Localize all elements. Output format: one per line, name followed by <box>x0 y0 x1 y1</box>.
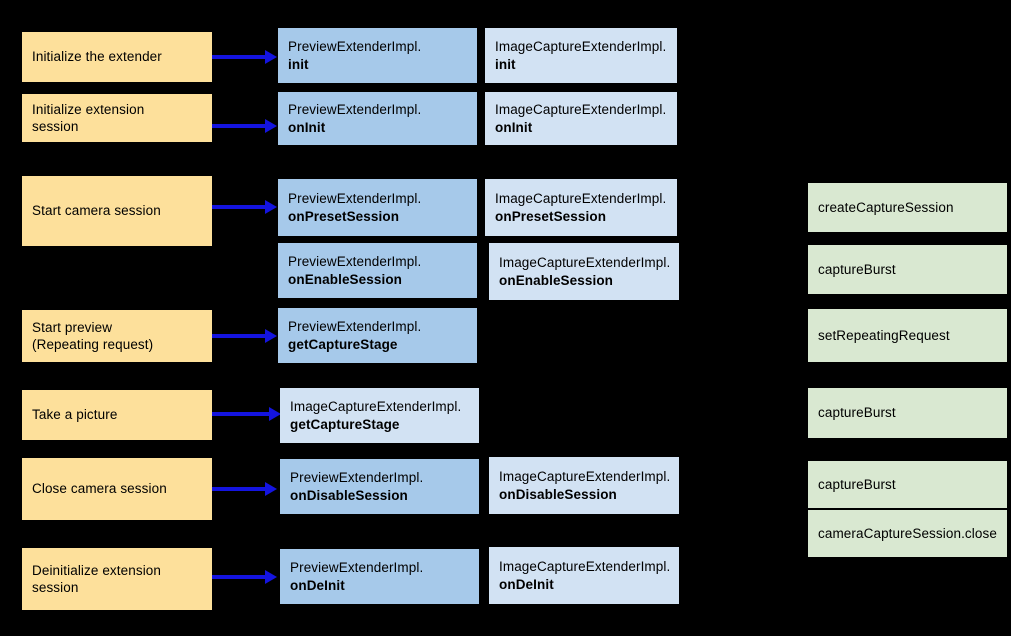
camera-api-box-cameracapturesession-close: cameraCaptureSession.close <box>808 510 1007 557</box>
call-method-name: getCaptureStage <box>288 336 398 352</box>
camera-api-label: createCaptureSession <box>818 199 954 215</box>
imagecapture-call-box-ondisablesession: ImageCaptureExtenderImpl. onDisableSessi… <box>489 457 679 514</box>
camera-api-box-captureburst-1: captureBurst <box>808 245 1007 294</box>
call-class-name: ImageCaptureExtenderImpl. <box>499 559 671 575</box>
call-method-name: init <box>288 56 309 72</box>
stage-label-line2: session <box>32 119 79 134</box>
imagecapture-call-box-onpresetsession: ImageCaptureExtenderImpl. onPresetSessio… <box>485 179 677 236</box>
arrow-to-preview-oninit <box>212 124 266 128</box>
call-class-name: ImageCaptureExtenderImpl. <box>495 191 667 207</box>
camera-api-label: captureBurst <box>818 476 896 492</box>
preview-call-box-getcapturestage: PreviewExtenderImpl. getCaptureStage <box>278 308 477 363</box>
arrow-to-preview-init <box>212 55 266 59</box>
call-method-name: onDeInit <box>290 577 345 593</box>
call-class-name: ImageCaptureExtenderImpl. <box>290 399 462 415</box>
call-method-name: onInit <box>288 119 326 135</box>
stage-label-line1: Start preview <box>32 319 113 335</box>
stage-label-line1: Start camera session <box>32 203 161 219</box>
call-method-name: onPresetSession <box>495 208 607 224</box>
call-method-name: onEnableSession <box>288 271 403 287</box>
imagecapture-call-box-oninit: ImageCaptureExtenderImpl. onInit <box>485 92 677 145</box>
imagecapture-call-box-getcapturestage: ImageCaptureExtenderImpl. getCaptureStag… <box>280 388 479 443</box>
call-method-name: onInit <box>495 119 533 135</box>
arrow-to-preview-ondisablesession <box>212 487 266 491</box>
camera-api-box-captureburst-3: captureBurst <box>808 461 1007 508</box>
call-method-name: getCaptureStage <box>290 416 400 432</box>
arrow-to-preview-ondeinit <box>212 575 266 579</box>
camera-api-label: setRepeatingRequest <box>818 327 950 343</box>
call-method-name: onDisableSession <box>499 486 617 502</box>
imagecapture-call-box-onenablesession: ImageCaptureExtenderImpl. onEnableSessio… <box>489 243 679 300</box>
arrow-to-preview-getcapturestage <box>212 334 266 338</box>
stage-box-start-camera-session: Start camera session <box>22 176 212 246</box>
imagecapture-call-box-init: ImageCaptureExtenderImpl. init <box>485 28 677 83</box>
stage-box-initialize-extension-session: Initialize extension session <box>22 94 212 142</box>
preview-call-box-ondisablesession: PreviewExtenderImpl. onDisableSession <box>280 459 479 514</box>
stage-label-line1: Initialize the extender <box>32 49 162 65</box>
call-class-name: PreviewExtenderImpl. <box>288 191 422 207</box>
stage-box-start-preview: Start preview (Repeating request) <box>22 310 212 362</box>
stage-label-line1: Close camera session <box>32 481 167 497</box>
camera-api-box-captureburst-2: captureBurst <box>808 388 1007 438</box>
stage-box-close-camera-session: Close camera session <box>22 458 212 520</box>
call-method-name: onDeInit <box>499 576 554 592</box>
stage-box-initialize-the-extender: Initialize the extender <box>22 32 212 82</box>
arrow-to-preview-onpresetsession <box>212 205 266 209</box>
camera-api-label: captureBurst <box>818 405 896 421</box>
preview-call-box-oninit: PreviewExtenderImpl. onInit <box>278 92 477 145</box>
call-method-name: onEnableSession <box>499 272 614 288</box>
camera-api-label: cameraCaptureSession.close <box>818 525 997 541</box>
call-class-name: ImageCaptureExtenderImpl. <box>499 469 671 485</box>
stage-label-line1: Take a picture <box>32 407 118 423</box>
stage-label-line2: session <box>32 580 79 595</box>
call-class-name: PreviewExtenderImpl. <box>290 470 424 486</box>
stage-box-take-a-picture: Take a picture <box>22 390 212 440</box>
preview-call-box-init: PreviewExtenderImpl. init <box>278 28 477 83</box>
stage-label-line1: Initialize extension <box>32 101 145 117</box>
imagecapture-call-box-ondeinit: ImageCaptureExtenderImpl. onDeInit <box>489 547 679 604</box>
call-class-name: PreviewExtenderImpl. <box>290 560 424 576</box>
call-method-name: onPresetSession <box>288 208 400 224</box>
call-method-name: init <box>495 56 516 72</box>
call-class-name: PreviewExtenderImpl. <box>288 319 422 335</box>
call-class-name: PreviewExtenderImpl. <box>288 102 422 118</box>
preview-call-box-onpresetsession: PreviewExtenderImpl. onPresetSession <box>278 179 477 236</box>
call-class-name: PreviewExtenderImpl. <box>288 254 422 270</box>
stage-box-deinitialize-extension-session: Deinitialize extension session <box>22 548 212 610</box>
stage-label-line1: Deinitialize extension <box>32 562 162 578</box>
call-class-name: ImageCaptureExtenderImpl. <box>499 255 671 271</box>
camera-api-box-setrepeatingrequest: setRepeatingRequest <box>808 309 1007 362</box>
arrow-to-imagecapture-getcapturestage <box>212 412 270 416</box>
preview-call-box-onenablesession: PreviewExtenderImpl. onEnableSession <box>278 243 477 298</box>
call-method-name: onDisableSession <box>290 487 408 503</box>
camera-api-box-createcapturesession: createCaptureSession <box>808 183 1007 232</box>
stage-label-line2: (Repeating request) <box>32 337 154 352</box>
camera-api-label: captureBurst <box>818 261 896 277</box>
call-class-name: ImageCaptureExtenderImpl. <box>495 39 667 55</box>
preview-call-box-ondeinit: PreviewExtenderImpl. onDeInit <box>280 549 479 604</box>
call-class-name: ImageCaptureExtenderImpl. <box>495 102 667 118</box>
call-class-name: PreviewExtenderImpl. <box>288 39 422 55</box>
